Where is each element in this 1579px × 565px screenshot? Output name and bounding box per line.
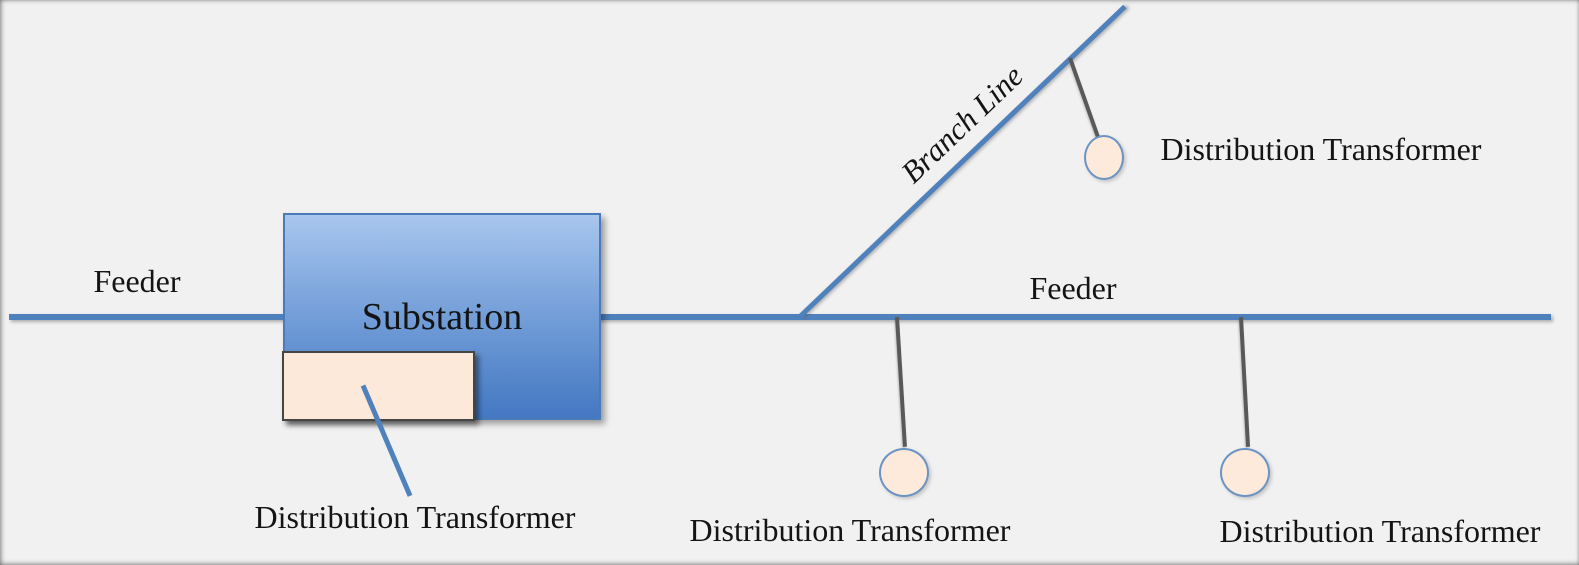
feeder-line (9, 314, 1551, 320)
feeder-label-right: Feeder (1029, 270, 1117, 306)
transformer-label-feeder-mid: Distribution Transformer (689, 512, 1011, 548)
transformer-label-branch: Distribution Transformer (1160, 131, 1482, 167)
feeder-drop-line-right (1239, 316, 1251, 447)
feeder-label-left: Feeder (93, 263, 181, 299)
substation-label: Substation (361, 295, 523, 338)
feeder-drop-line-mid (895, 316, 907, 447)
branch-line-label: Branch Line (894, 58, 1030, 190)
substation-transformer-box (282, 351, 475, 421)
transformer-label-substation: Distribution Transformer (254, 499, 576, 535)
branch-drop-line (1068, 57, 1100, 138)
transformer-node-branch (1084, 135, 1124, 180)
transformer-node-feeder-mid (879, 448, 929, 497)
transformer-label-feeder-right: Distribution Transformer (1219, 513, 1541, 549)
transformer-node-feeder-right (1220, 448, 1270, 497)
